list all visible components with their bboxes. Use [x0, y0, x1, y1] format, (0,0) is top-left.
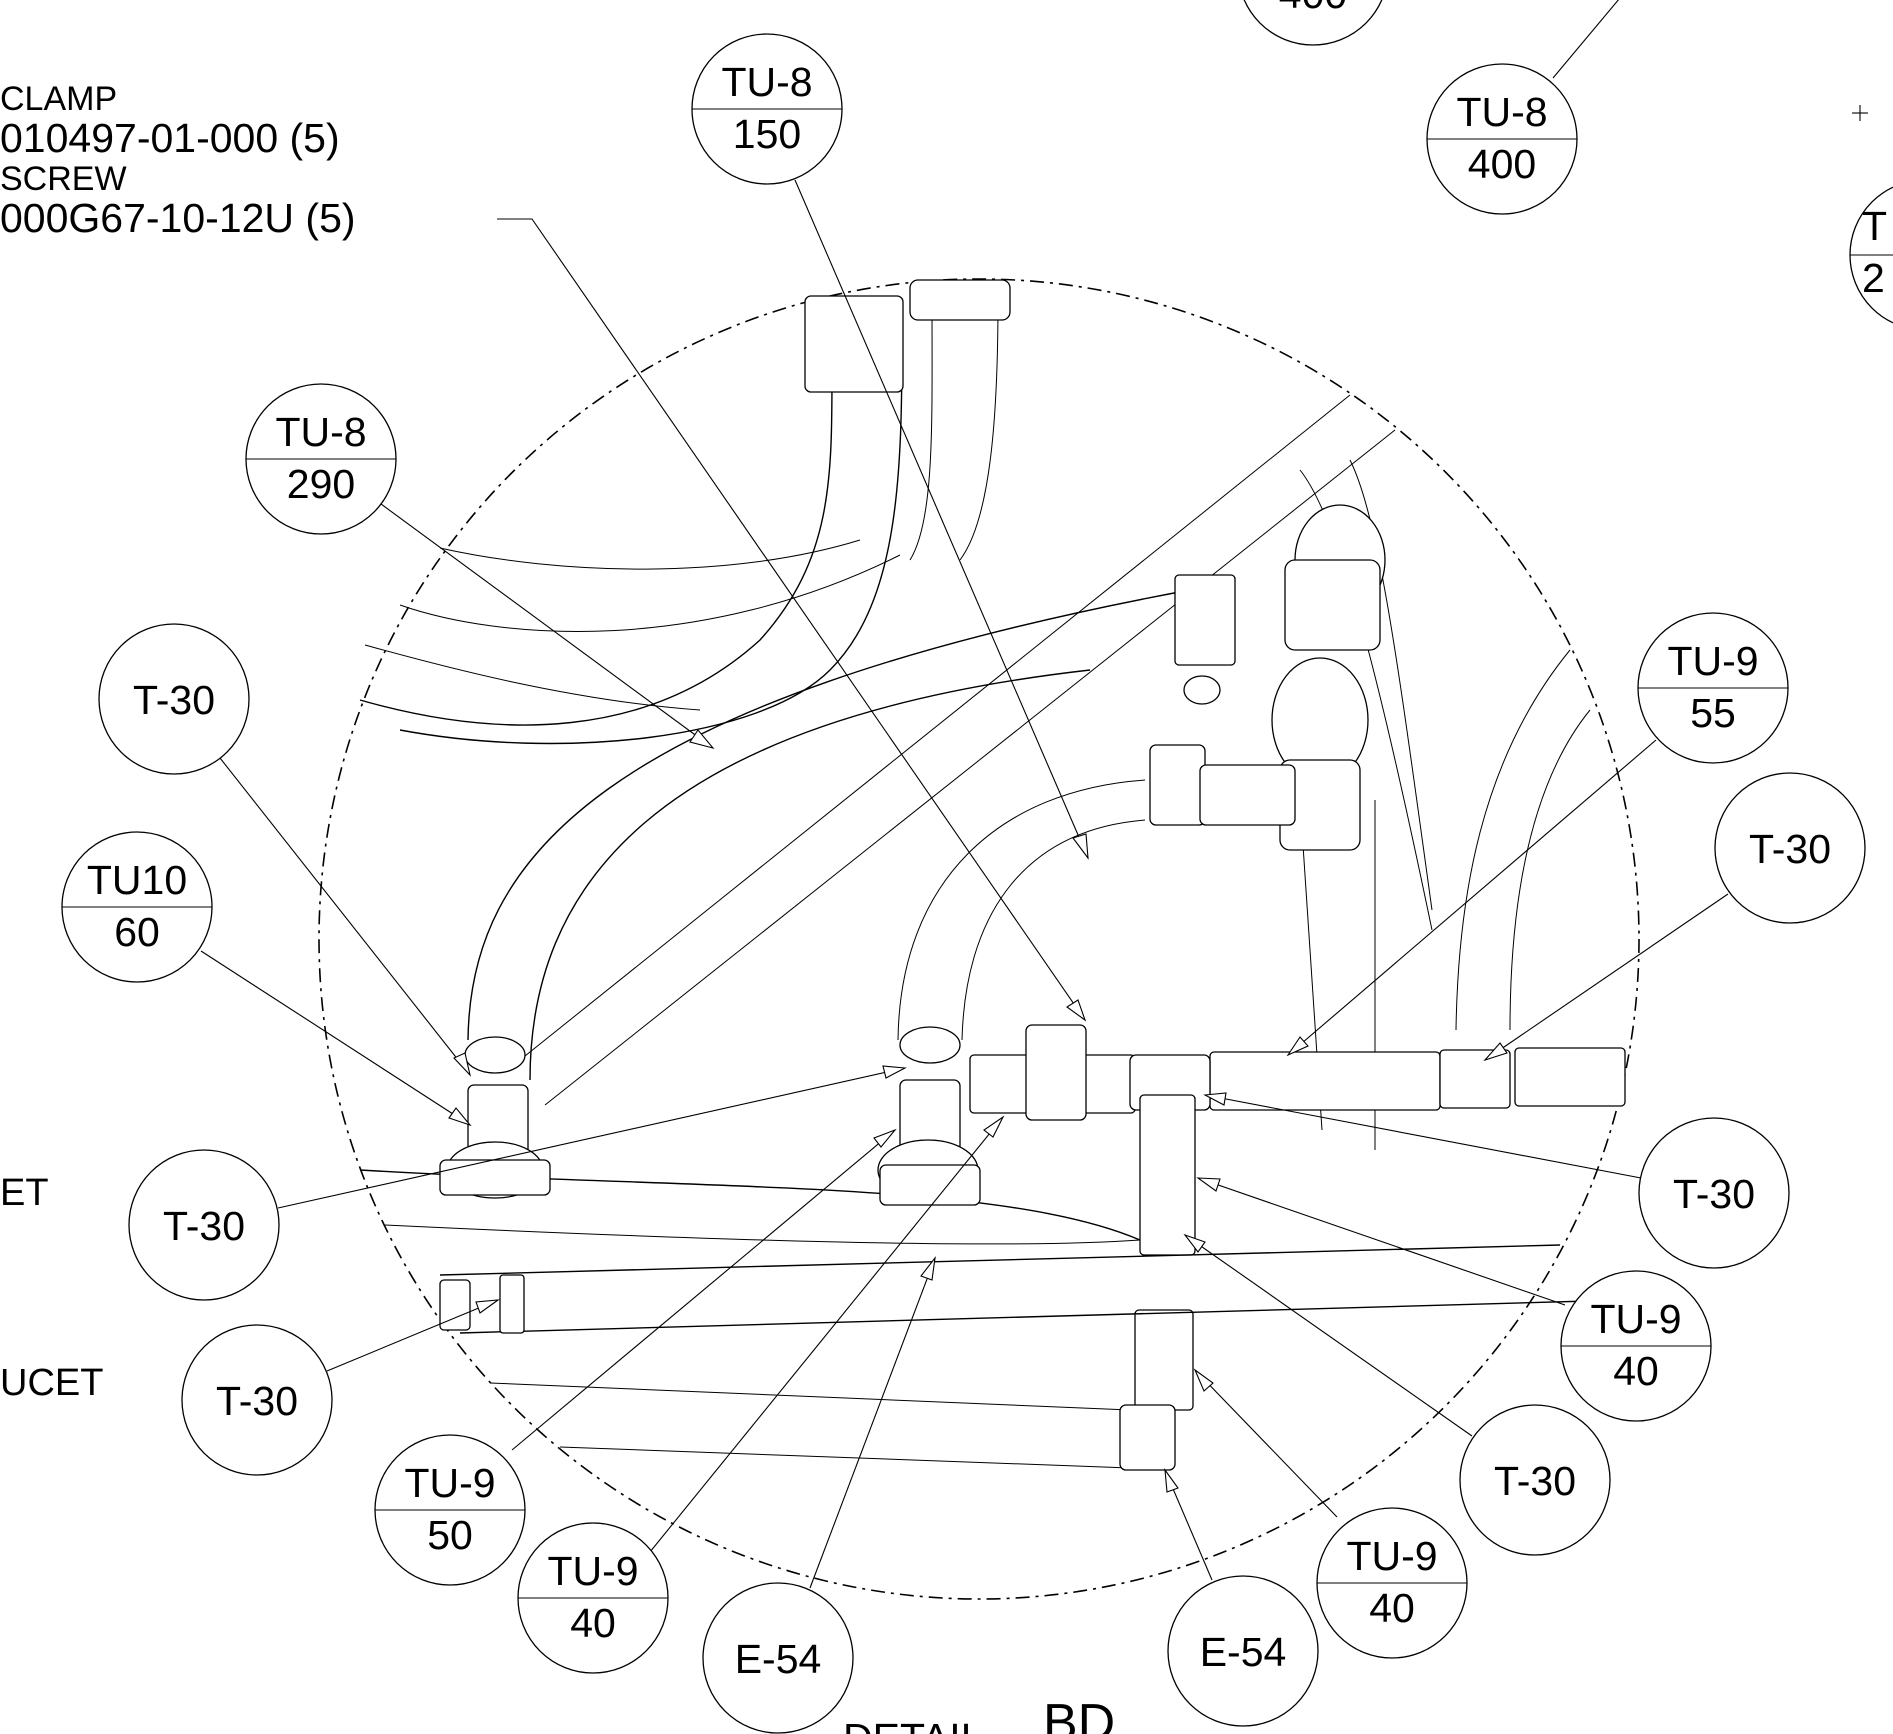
- balloon-tu-9-40-left: TU-9 40: [517, 1522, 669, 1674]
- balloon-part: TU-9: [1667, 638, 1758, 684]
- balloon-part: T-30: [163, 1203, 245, 1249]
- balloon-part: TU-9: [404, 1460, 495, 1506]
- balloon-part: TU-8: [721, 59, 812, 105]
- balloon-part: T-30: [1494, 1458, 1576, 1504]
- part-notes: CLAMP 010497-01-000 (5) SCREW 000G67-10-…: [0, 80, 356, 1404]
- balloon-part: T: [1862, 203, 1887, 249]
- balloon-tu-9-40-bottom: TU-9 40: [1316, 1507, 1468, 1659]
- balloon-cut-off-right: T 2: [1849, 186, 1893, 324]
- balloon-t-30-upper-left: T-30: [98, 623, 250, 775]
- balloon-quantity: 150: [733, 111, 801, 157]
- balloon-part: TU10: [87, 857, 187, 903]
- balloon-part: TU-8: [1456, 89, 1547, 135]
- clamp-label: CLAMP: [0, 80, 117, 118]
- balloon-quantity: 40: [1613, 1348, 1659, 1394]
- balloon-quantity: 400: [1468, 141, 1536, 187]
- balloon-part: TU-9: [547, 1548, 638, 1594]
- balloon-part: TU-9: [1346, 1533, 1437, 1579]
- balloon-tu-8-150: TU-8 150: [691, 33, 843, 185]
- detail-id: BD: [1043, 1694, 1115, 1734]
- screw-label: SCREW: [0, 160, 127, 198]
- balloon-quantity: 40: [570, 1600, 616, 1646]
- balloon-quantity: 55: [1690, 690, 1736, 736]
- balloon-tu-9-50: TU-9 50: [374, 1434, 526, 1586]
- balloon-e-54-left: E-54: [702, 1582, 854, 1734]
- balloon-tu-8-290: TU-8 290: [245, 383, 397, 535]
- balloon-part: E-54: [1200, 1629, 1287, 1675]
- balloon-tu-8-400: TU-8 400: [1426, 63, 1578, 215]
- balloon-t-30-left-lower: T-30: [181, 1324, 333, 1476]
- balloon-cut-off-top: 400: [1243, 0, 1383, 46]
- detail-label: DETAIL: [843, 1715, 984, 1734]
- cut-off-label-1: ET: [0, 1172, 49, 1214]
- balloon-t-30-upper-right: T-30: [1714, 772, 1866, 924]
- balloon-quantity: 40: [1369, 1585, 1415, 1631]
- balloon-part: T-30: [1749, 826, 1831, 872]
- clamp-part-number: 010497-01-000 (5): [0, 115, 340, 161]
- registration-mark: [1852, 105, 1868, 121]
- leader-lines: [200, 0, 1729, 1589]
- balloon-tu-9-40-right: TU-9 40: [1560, 1270, 1712, 1422]
- balloon-part: E-54: [735, 1636, 822, 1682]
- detail-caption: DETAIL BD: [843, 1694, 1115, 1734]
- balloon-t-30-left-mid: T-30: [128, 1149, 280, 1301]
- balloon-tu10-60: TU10 60: [61, 831, 213, 983]
- balloon-part: TU-9: [1590, 1296, 1681, 1342]
- balloon-quantity: 2: [1862, 255, 1885, 301]
- balloon-quantity: 290: [287, 461, 355, 507]
- balloon-t-30-right-mid: T-30: [1638, 1117, 1790, 1269]
- balloon-part: T-30: [216, 1378, 298, 1424]
- balloon-quantity: 60: [114, 909, 160, 955]
- balloon-e-54-right: E-54: [1167, 1575, 1319, 1727]
- cut-off-label-2: UCET: [0, 1362, 103, 1404]
- pipe-geometry: [359, 279, 1626, 1471]
- balloon-tu-9-55: TU-9 55: [1637, 612, 1789, 764]
- balloon-part: T-30: [1673, 1171, 1755, 1217]
- balloon-part: T-30: [133, 677, 215, 723]
- detail-boundary-circle: [318, 278, 1640, 1600]
- screw-part-number: 000G67-10-12U (5): [0, 195, 356, 241]
- balloon-part: TU-8: [275, 409, 366, 455]
- balloon-quantity: 50: [427, 1512, 473, 1558]
- balloon-quantity: 400: [1279, 0, 1347, 17]
- balloon-t-30-right-lower: T-30: [1459, 1404, 1611, 1556]
